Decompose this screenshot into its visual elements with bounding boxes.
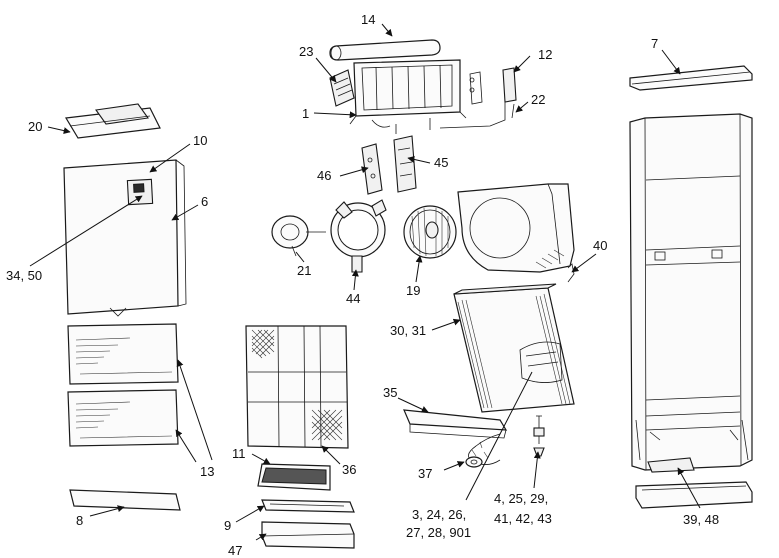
part-12-valve	[469, 67, 517, 105]
label-19: 19	[406, 283, 420, 298]
leader-lines	[29, 23, 701, 541]
part-9-tray	[261, 499, 355, 513]
label-11: 11	[232, 446, 246, 461]
part-44-motor-mount	[330, 199, 387, 273]
label-22: 22	[531, 92, 545, 107]
part-30-31-evaporator-coil	[453, 283, 575, 413]
right-cabinet-chassis	[629, 113, 753, 471]
label-4-25-29: 4, 25, 29,	[494, 491, 548, 506]
label-46: 46	[317, 168, 331, 183]
label-12: 12	[538, 47, 552, 62]
label-20: 20	[28, 119, 42, 134]
part-45-bracket	[393, 135, 417, 193]
part-19-blower-wheel	[403, 205, 457, 259]
label-27-28-901: 27, 28, 901	[406, 525, 471, 540]
label-47: 47	[228, 543, 242, 558]
label-41-42-43: 41, 42, 43	[494, 511, 552, 526]
part-22-pipe	[439, 102, 515, 129]
part-1-coil-frame	[349, 59, 467, 134]
label-30-31: 30, 31	[390, 323, 426, 338]
label-14: 14	[361, 12, 375, 27]
label-10: 10	[193, 133, 207, 148]
part-8-bottom-strip	[69, 489, 181, 511]
label-9: 9	[224, 518, 231, 533]
label-1: 1	[302, 106, 309, 121]
drain-hose	[468, 433, 501, 465]
blower-housing	[457, 183, 575, 273]
part-11-filter-frame	[257, 463, 331, 491]
part-6-front-panel	[63, 159, 187, 317]
part-23-bracket	[329, 69, 355, 107]
label-36: 36	[342, 462, 356, 477]
label-34-50: 34, 50	[6, 268, 42, 283]
part-46-bracket	[361, 143, 383, 195]
part-47-box	[261, 521, 355, 549]
part-36-filter-lattice	[245, 325, 349, 449]
part-7-top-cover	[629, 65, 753, 91]
part-20-control-bracket	[65, 103, 161, 139]
label-3-24-26: 3, 24, 26,	[412, 507, 466, 522]
label-21: 21	[297, 263, 311, 278]
label-23: 23	[299, 44, 313, 59]
part-labels: 14 23 12 1 22 7 20 10 6 34, 50 46 45 21 …	[6, 12, 719, 558]
part-13-panel-lower	[67, 389, 179, 447]
label-8: 8	[76, 513, 83, 528]
label-44: 44	[346, 291, 360, 306]
label-39-48: 39, 48	[683, 512, 719, 527]
label-35: 35	[383, 385, 397, 400]
label-40: 40	[593, 238, 607, 253]
label-13: 13	[200, 464, 214, 479]
part-37-drain-plug	[465, 456, 483, 468]
part-40-clip	[567, 263, 575, 283]
label-37: 37	[418, 466, 432, 481]
part-13-panel-upper	[67, 323, 179, 385]
label-6: 6	[201, 194, 208, 209]
part-14-top-tube	[329, 39, 441, 61]
part-35-drain-pan	[403, 409, 508, 439]
part-21-fan-motor	[271, 215, 326, 257]
label-7: 7	[651, 36, 658, 51]
label-45: 45	[434, 155, 448, 170]
part-4-valve-stem	[533, 415, 545, 457]
